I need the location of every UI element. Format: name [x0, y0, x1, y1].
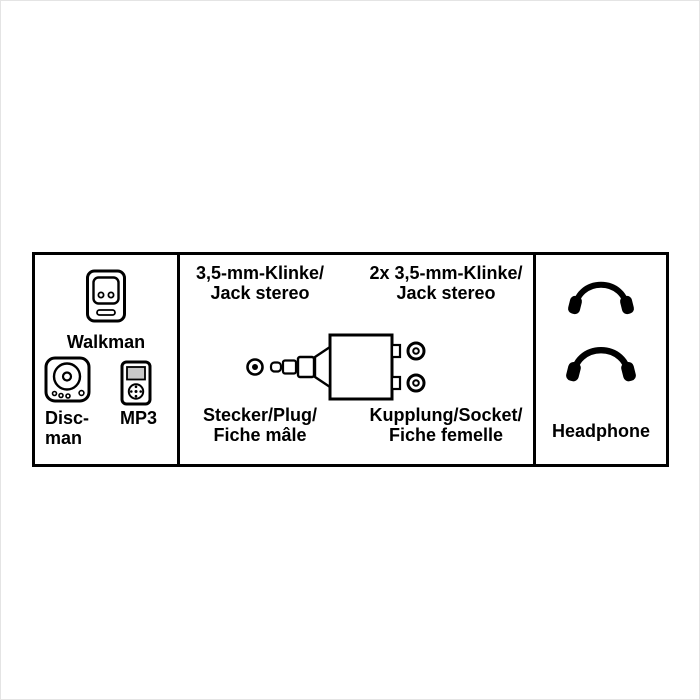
walkman-icon — [86, 269, 126, 323]
jack-plug-icon — [269, 345, 332, 389]
headphone-label: Headphone — [551, 421, 650, 441]
headphone-section: Headphone — [533, 255, 666, 464]
players-section: Walkman Disc- man MP3 — [35, 255, 177, 464]
plug-type-label: 3,5-mm-Klinke/ Jack stereo — [195, 263, 325, 303]
sockets-type-label: 2x 3,5-mm-Klinke/ Jack stereo — [369, 263, 523, 303]
headphone-icon — [568, 281, 634, 315]
sockets-gender-label: Kupplung/Socket/ Fiche femelle — [369, 405, 523, 445]
plug-gender-label: Stecker/Plug/ Fiche mâle — [202, 405, 318, 445]
compatibility-diagram-panel: Walkman Disc- man MP3 — [32, 252, 669, 467]
plug-front-view-icon — [246, 358, 264, 376]
adapter-body — [328, 333, 402, 401]
discman-label: Disc- man — [45, 408, 90, 448]
jack-adapter-illustration — [246, 333, 426, 401]
jack-socket-icons — [406, 341, 426, 393]
walkman-label: Walkman — [66, 332, 146, 352]
mp3-player-icon — [120, 360, 152, 406]
adapter-section: 3,5-mm-Klinke/ Jack stereo 2x 3,5-mm-Kli… — [177, 255, 533, 464]
discman-icon — [44, 356, 91, 403]
headphone-icon — [566, 347, 636, 382]
mp3-label: MP3 — [120, 408, 158, 428]
